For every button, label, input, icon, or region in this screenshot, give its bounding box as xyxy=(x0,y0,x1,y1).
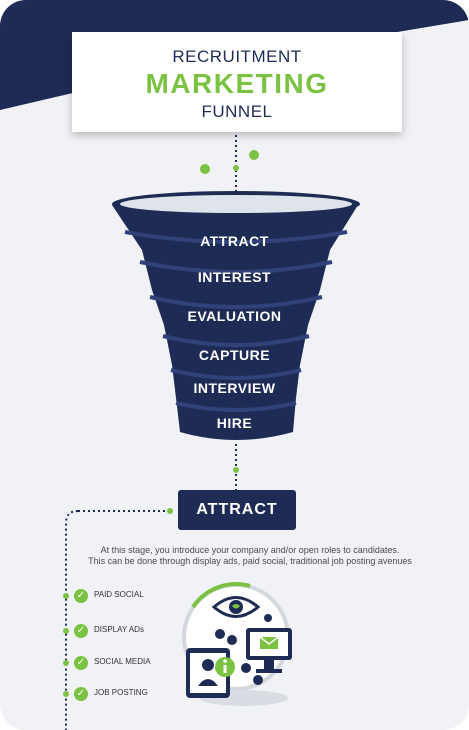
facebook-icon xyxy=(241,663,251,673)
funnel-band-divider xyxy=(170,368,302,380)
channel-label: PAID SOCIAL xyxy=(94,590,144,599)
detail-connector-curve xyxy=(65,510,79,730)
connector-node xyxy=(63,593,69,599)
funnel-stage-hire: HIRE xyxy=(216,415,253,431)
falling-dot xyxy=(249,150,259,160)
funnel-stage-interest: INTEREST xyxy=(197,269,272,285)
linkedin-icon xyxy=(227,635,237,645)
stage-description-line-2: This can be done through display ads, pa… xyxy=(88,556,412,566)
funnel-stage-evaluation: EVALUATION xyxy=(187,308,282,324)
stage-detail-heading: ATTRACT xyxy=(178,490,296,530)
channel-label: DISPLAY ADs xyxy=(94,625,144,634)
title-line-marketing: MARKETING xyxy=(145,68,329,99)
stage-description-line-1: At this stage, you introduce your compan… xyxy=(100,545,400,555)
channel-label: JOB POSTING xyxy=(94,688,148,697)
info-icon xyxy=(215,657,235,677)
check-icon: ✓ xyxy=(74,687,88,701)
funnel-band-divider xyxy=(139,260,333,274)
connector-node xyxy=(233,165,239,171)
check-icon: ✓ xyxy=(74,656,88,670)
funnel-stage-capture: CAPTURE xyxy=(198,347,271,363)
falling-dot xyxy=(200,164,210,174)
eye-icon xyxy=(211,596,261,618)
connector-node xyxy=(63,628,69,634)
connector-node xyxy=(167,508,173,514)
monitor-icon xyxy=(246,628,292,673)
title-line-recruitment: RECRUITMENT xyxy=(172,47,302,66)
connector-node xyxy=(63,660,69,666)
marketing-illustration xyxy=(182,582,292,706)
check-icon: ✓ xyxy=(74,589,88,603)
title-box: RECRUITMENT MARKETING FUNNEL xyxy=(72,32,402,132)
funnel-stage-attract: ATTRACT xyxy=(200,233,269,249)
funnel-band-divider xyxy=(124,230,348,244)
funnel-band-divider xyxy=(175,401,297,412)
dribbble-icon xyxy=(253,675,263,685)
funnel-body xyxy=(112,196,358,440)
channel-label: SOCIAL MEDIA xyxy=(94,657,151,666)
connector-node xyxy=(63,691,69,697)
funnel-band-divider xyxy=(149,295,323,309)
connector-node xyxy=(233,467,239,473)
location-icon xyxy=(264,614,272,622)
instagram-icon xyxy=(215,629,225,639)
illustration-ring-accent xyxy=(191,582,251,609)
funnel-opening xyxy=(120,195,352,213)
funnel-stage-interview: INTERVIEW xyxy=(193,380,276,396)
title-line-funnel: FUNNEL xyxy=(201,102,273,121)
check-icon: ✓ xyxy=(74,624,88,638)
funnel-band-divider xyxy=(162,334,310,347)
